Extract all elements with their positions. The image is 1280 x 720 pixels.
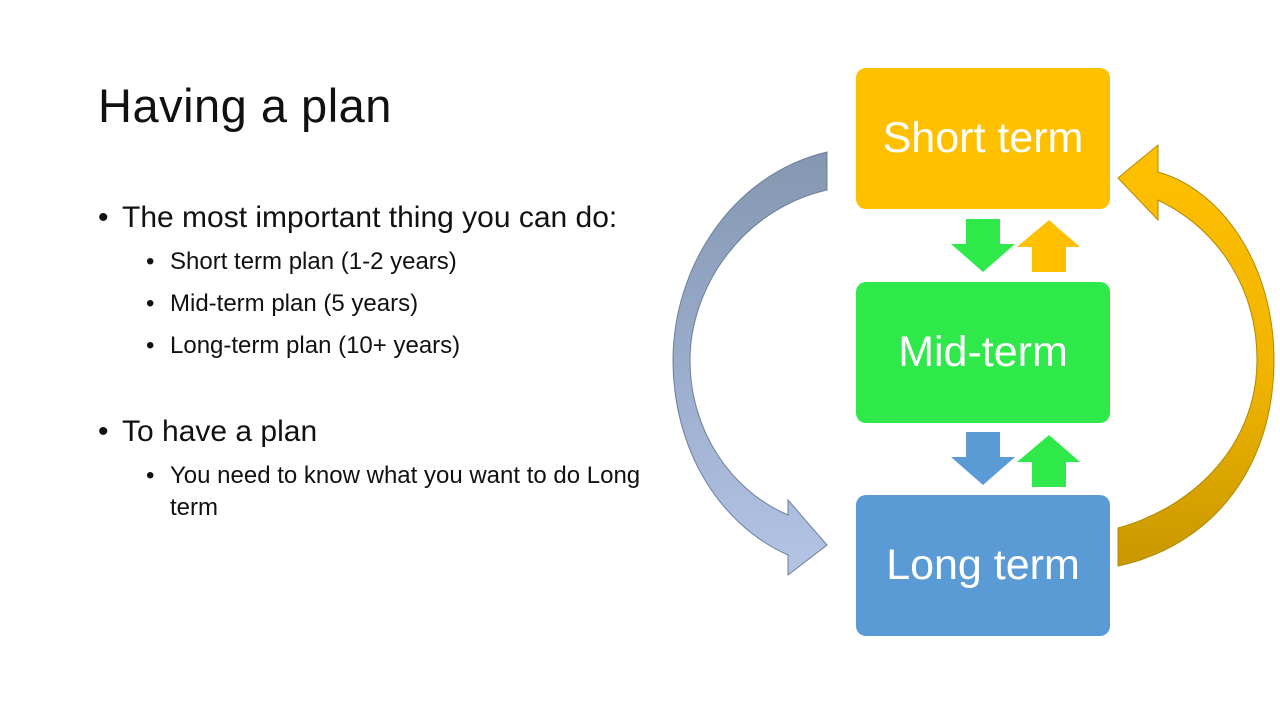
down-arrow-icon xyxy=(951,432,1015,485)
sub-bullet-item: Short term plan (1-2 years) xyxy=(98,246,658,278)
bullet-item: The most important thing you can do: xyxy=(98,198,658,238)
mid-term-box: Mid-term xyxy=(856,282,1110,423)
bullet-item: To have a plan xyxy=(98,412,658,452)
sub-bullet-item: Mid-term plan (5 years) xyxy=(98,288,658,320)
up-arrow-icon xyxy=(1017,220,1080,272)
bullet-list: The most important thing you can do: Sho… xyxy=(98,198,658,524)
sub-bullet-item: Long-term plan (10+ years) xyxy=(98,330,658,362)
left-curved-arrow xyxy=(672,151,828,577)
right-curved-arrow xyxy=(1117,143,1275,567)
short-term-box: Short term xyxy=(856,68,1110,209)
slide-title: Having a plan xyxy=(98,79,392,132)
up-arrow-icon xyxy=(1017,435,1080,487)
long-term-box: Long term xyxy=(856,495,1110,636)
sub-bullet-item: You need to know what you want to do Lon… xyxy=(98,460,658,524)
down-arrow-icon xyxy=(951,219,1015,272)
